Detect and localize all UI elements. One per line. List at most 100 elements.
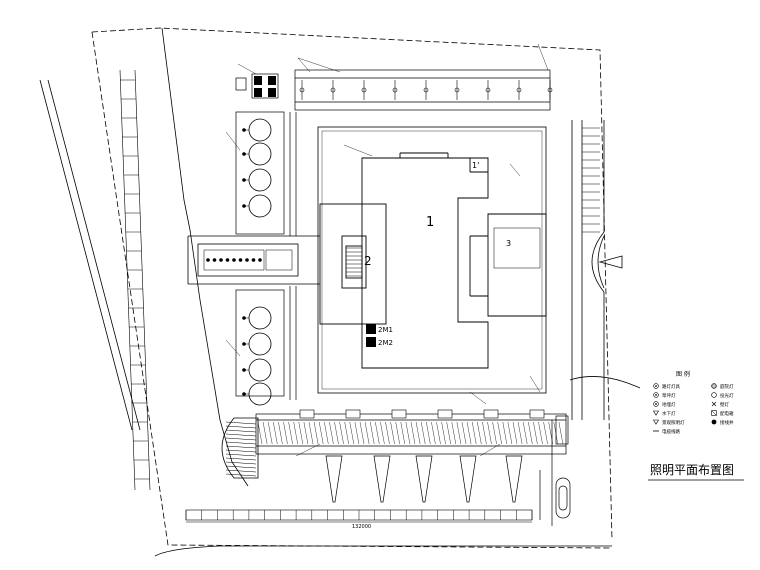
plaza-hatch-line	[446, 421, 451, 445]
plaza-hatch-line	[502, 421, 507, 445]
plaza-hatch-line	[329, 421, 334, 445]
plaza-hatch-line	[303, 421, 309, 445]
tank-circle	[242, 118, 272, 142]
plaza-hatch-line	[517, 421, 523, 445]
top-lamp-row	[299, 80, 553, 100]
plaza-hatch-line	[492, 421, 497, 445]
fountain-hatch-line	[225, 421, 257, 425]
plaza-hatch-line	[512, 421, 518, 445]
south-funnel-planters	[325, 455, 523, 503]
legend-item: 接线井	[711, 419, 734, 426]
left-dimension-strip	[119, 69, 151, 491]
entrance-lamp-row	[206, 258, 262, 262]
legend-item: 水下灯	[652, 410, 676, 417]
west-corridor-upper	[235, 111, 297, 236]
plaza-hatch-line	[507, 421, 513, 445]
plaza-pylon	[345, 409, 361, 419]
plaza-pylon	[391, 409, 407, 419]
transformer-block	[235, 73, 279, 99]
plaza-hatch-line	[497, 421, 502, 445]
plaza-hatch-line	[395, 421, 400, 445]
plaza-hatch-line	[477, 421, 482, 445]
plaza-hatch-line	[426, 421, 431, 445]
svg-text:2M2: 2M2	[378, 339, 393, 347]
inground-lamp	[225, 258, 230, 262]
legend-symbol	[711, 419, 717, 425]
fountain-hatch-line	[225, 445, 257, 449]
zone-label-1-prime: 1'	[472, 161, 479, 170]
fountain-hatch-line	[225, 425, 257, 429]
legend-item: 草坪灯	[653, 392, 676, 399]
fountain-hatch-line	[225, 441, 257, 445]
legend-label: 路灯灯具	[662, 383, 680, 390]
legend-item: 电缆线路	[653, 428, 680, 435]
fountain-hatch-line	[225, 465, 257, 469]
funnel-planter	[459, 455, 477, 503]
plaza-hatch-line	[558, 421, 564, 445]
plaza-hatch-line	[385, 421, 390, 445]
inground-lamp	[238, 258, 243, 262]
plaza-pylon	[299, 409, 315, 419]
street-lamp	[454, 80, 460, 100]
legend-label: 地埋灯	[662, 401, 676, 408]
plaza-hatch-line	[334, 421, 339, 445]
legend-symbol	[711, 392, 717, 398]
east-road	[569, 120, 641, 420]
plaza-pylon	[437, 409, 453, 419]
inground-lamp	[212, 258, 217, 262]
legend-label: 草坪灯	[662, 392, 676, 399]
legend-symbol	[653, 401, 659, 407]
fountain-hatch	[225, 421, 257, 477]
plaza-hatch-line	[364, 421, 370, 445]
legend-label: 水下灯	[662, 410, 676, 417]
legend-item: 路灯灯具	[653, 383, 680, 390]
legend-label: 庭院灯	[720, 383, 734, 390]
legend-symbol	[652, 410, 660, 416]
tank-circle	[242, 382, 272, 406]
street-lamp	[330, 80, 336, 100]
plaza-hatch-line	[308, 421, 314, 445]
zone-label-1: 1	[426, 215, 434, 230]
plaza-hatch-line	[421, 421, 426, 445]
plaza-hatch-line	[319, 421, 324, 445]
legend-items: 路灯灯具庭院灯草坪灯投光灯地埋灯壁灯水下灯配电箱景观照明灯接线井电缆线路	[652, 383, 734, 435]
zone-label-2: 2	[364, 254, 372, 268]
street-lamp	[423, 80, 429, 100]
plaza-hatch-line	[405, 421, 411, 445]
inground-lamp	[245, 258, 249, 262]
plaza-hatch	[257, 409, 564, 445]
plaza-hatch-line	[359, 421, 365, 445]
cable-leaders	[225, 43, 549, 457]
plaza-hatch-line	[354, 421, 360, 445]
fountain-hatch-line	[225, 469, 257, 473]
legend-item: 庭院灯	[711, 383, 734, 390]
inground-lamp	[251, 258, 256, 262]
electrical-panel-2m1: 2M1	[366, 324, 393, 334]
legend-label: 壁灯	[720, 401, 729, 408]
plaza-hatch-line	[273, 421, 278, 445]
total-dimension: 132000	[352, 524, 371, 530]
legend-item: 景观照明灯	[652, 419, 685, 426]
plaza-hatch-line	[380, 421, 385, 445]
inground-lamp	[258, 258, 262, 262]
tank-circles	[242, 118, 272, 406]
plaza-hatch-line	[278, 421, 283, 445]
funnel-planter	[373, 455, 391, 503]
plaza-hatch-line	[288, 421, 293, 445]
legend-label: 接线井	[720, 419, 734, 426]
fountain-hatch-line	[225, 473, 257, 477]
legend-title: 图 例	[676, 370, 690, 378]
fountain-hatch-line	[225, 449, 257, 453]
fountain-hatch-line	[225, 461, 257, 465]
building-2	[319, 203, 387, 325]
west-corridor-lower	[235, 286, 297, 400]
plaza-hatch-line	[390, 421, 395, 445]
plaza-pylon	[529, 409, 545, 419]
plaza-hatch-line	[283, 421, 288, 445]
plaza-hatch-line	[461, 421, 467, 445]
plaza-hatch-line	[298, 421, 303, 445]
site-boundary	[39, 27, 613, 557]
plaza-hatch-line	[441, 421, 446, 445]
plaza-hatch-line	[349, 421, 354, 445]
plaza-hatch-line	[415, 421, 421, 445]
